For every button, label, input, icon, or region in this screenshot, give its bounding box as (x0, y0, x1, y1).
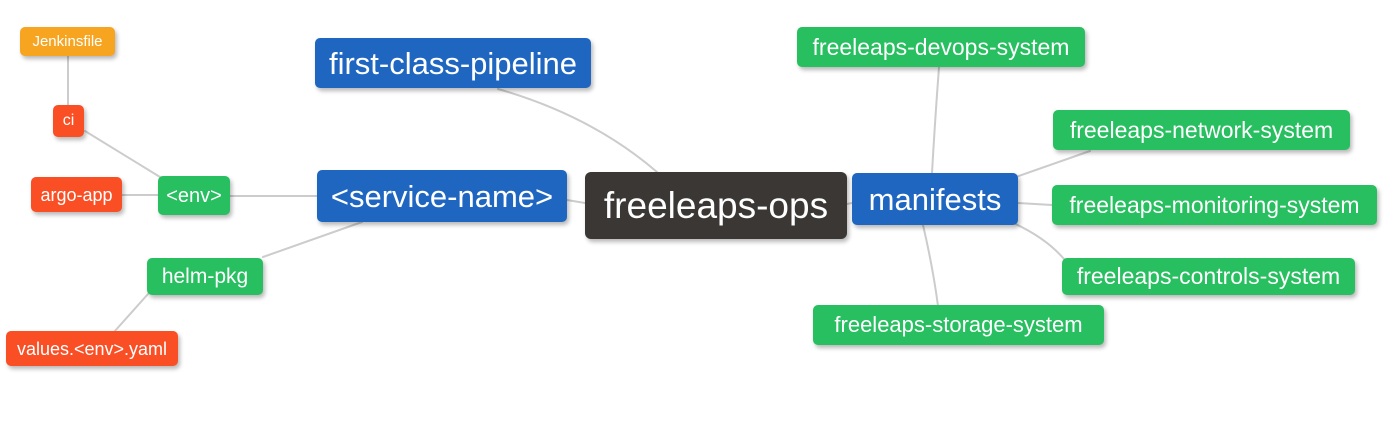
edge-manifests-devops (931, 66, 940, 174)
node-freeleaps-monitoring-system[interactable]: freeleaps-monitoring-system (1052, 185, 1377, 225)
edge-values-helm-pkg (113, 293, 149, 333)
edge-manifests-controls (1010, 221, 1065, 260)
edge-ops-manifests (846, 202, 853, 205)
node-values-env-yaml[interactable]: values.<env>.yaml (6, 331, 178, 366)
edge-manifests-monitoring (1017, 202, 1053, 206)
node-freeleaps-controls-system[interactable]: freeleaps-controls-system (1062, 258, 1355, 295)
node-freeleaps-network-system[interactable]: freeleaps-network-system (1053, 110, 1350, 150)
node-jenkinsfile[interactable]: Jenkinsfile (20, 27, 115, 56)
node-ci[interactable]: ci (53, 105, 84, 137)
node-env[interactable]: <env> (158, 176, 230, 215)
edge-ci-env (84, 130, 161, 178)
node-freeleaps-devops-system[interactable]: freeleaps-devops-system (797, 27, 1085, 67)
edge-service-name-ops (566, 199, 586, 204)
edge-manifests-network (1012, 150, 1091, 179)
node-helm-pkg[interactable]: helm-pkg (147, 258, 263, 295)
edge-manifests-storage (922, 224, 939, 307)
node-freeleaps-storage-system[interactable]: freeleaps-storage-system (813, 305, 1104, 345)
node-manifests[interactable]: manifests (852, 173, 1018, 225)
node-freeleaps-ops[interactable]: freeleaps-ops (585, 172, 847, 239)
edge-pipeline-ops (497, 88, 658, 173)
edge-helm-pkg-service-name (262, 221, 363, 258)
node-first-class-pipeline[interactable]: first-class-pipeline (315, 38, 591, 88)
node-service-name[interactable]: <service-name> (317, 170, 567, 222)
node-argo-app[interactable]: argo-app (31, 177, 122, 212)
